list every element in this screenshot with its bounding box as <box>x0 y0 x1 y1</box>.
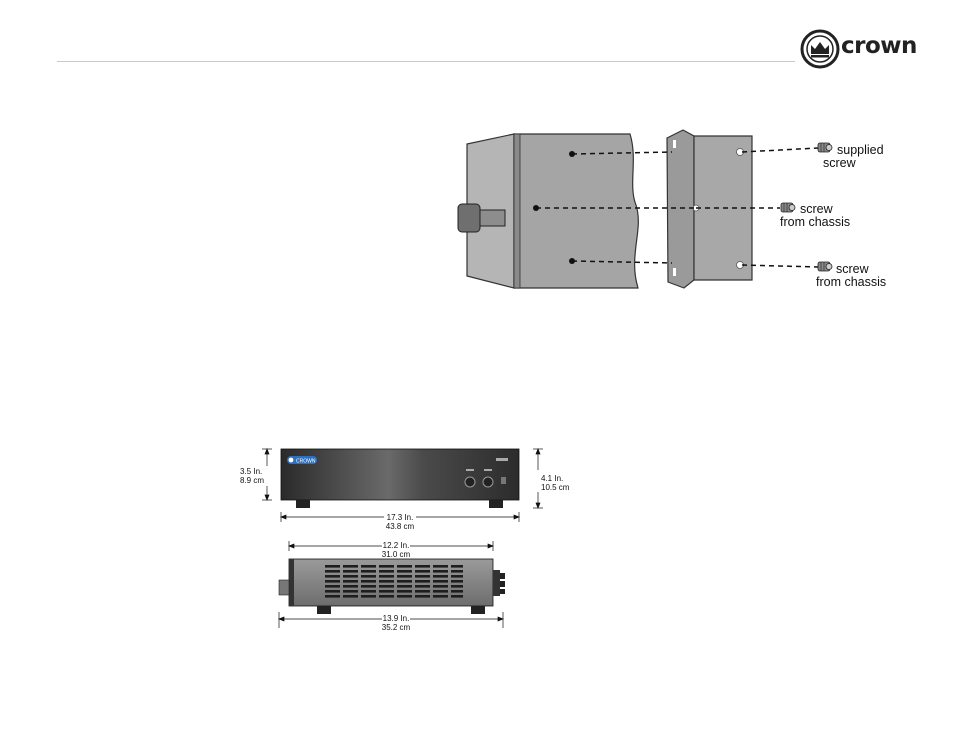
side-view <box>279 559 505 614</box>
front-width-dimension: 17.3 In. 43.8 cm <box>380 513 420 531</box>
front-view: CROWN <box>281 449 519 508</box>
dimension-cm: 31.0 cm <box>376 550 416 559</box>
dimension-inches: 3.5 In. <box>240 467 270 476</box>
dimension-inches: 12.2 In. <box>376 541 416 550</box>
side-case-depth-dimension: 12.2 In. 31.0 cm <box>376 541 416 559</box>
front-height-feet-dimension: 4.1 In. 10.5 cm <box>541 474 577 492</box>
dimension-cm: 35.2 cm <box>376 623 416 632</box>
dimension-cm: 10.5 cm <box>541 483 577 492</box>
dimension-inches: 17.3 In. <box>380 513 420 522</box>
side-total-depth-dimension: 13.9 In. 35.2 cm <box>376 614 416 632</box>
dimension-inches: 4.1 In. <box>541 474 577 483</box>
dimension-inches: 13.9 In. <box>376 614 416 623</box>
dimension-cm: 8.9 cm <box>240 476 270 485</box>
front-height-dimension: 3.5 In. 8.9 cm <box>240 467 270 485</box>
svg-text:CROWN: CROWN <box>296 459 316 465</box>
dimension-cm: 43.8 cm <box>380 522 420 531</box>
